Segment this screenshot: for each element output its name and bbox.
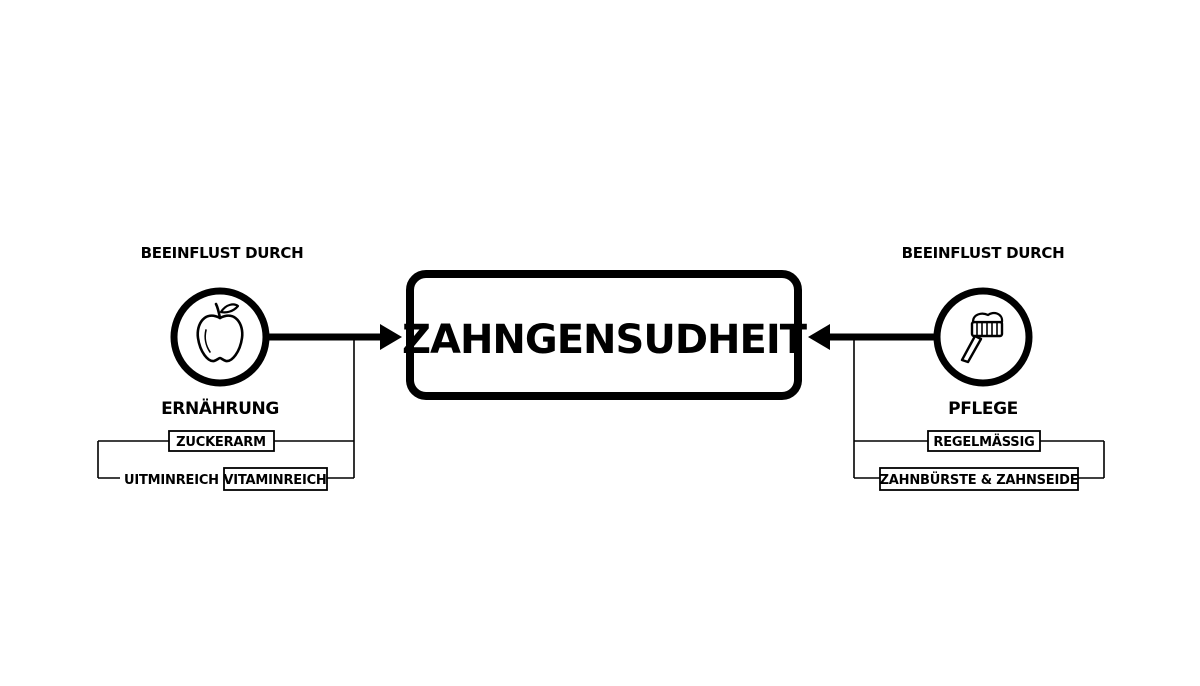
apple-icon (170, 287, 270, 387)
central-node-box (406, 270, 802, 400)
right-tag-label: ZAHNBÜRSTE & ZAHNSEIDE (880, 472, 1079, 488)
right-tag-regelmaessig: REGELMÄSSIG (927, 430, 1041, 452)
left-tag-vitaminreich: VITAMINREICH (223, 467, 328, 491)
right-group-label: PFLEGE (948, 399, 1018, 419)
left-tag-zuckerarm: ZUCKERARM (168, 430, 275, 452)
left-caption: BEEINFLUST DURCH (141, 244, 304, 262)
left-branch: BEEINFLUST DURCH ERNÄHRUNG ZUCKERAR (97, 244, 402, 491)
right-arrow (808, 324, 936, 350)
right-tag-zahnbuerste: ZAHNBÜRSTE & ZAHNSEIDE (879, 467, 1079, 491)
left-tag-label: ZUCKERARM (176, 435, 266, 450)
left-arrow (266, 324, 402, 350)
left-tag-label: VITAMINREICH (223, 473, 326, 488)
right-branch: BEEINFLUST DURCH PFLEGE (808, 244, 1105, 491)
left-group-label: ERNÄHRUNG (161, 397, 279, 419)
right-caption: BEEINFLUST DURCH (902, 244, 1065, 262)
central-node: ZAHNGENSUDHEIT (402, 270, 809, 400)
right-tag-label: REGELMÄSSIG (933, 434, 1034, 450)
central-node-title: ZAHNGENSUDHEIT (402, 317, 808, 363)
toothbrush-icon (933, 287, 1033, 387)
left-stray-text: UITMINREICH + (124, 473, 234, 488)
